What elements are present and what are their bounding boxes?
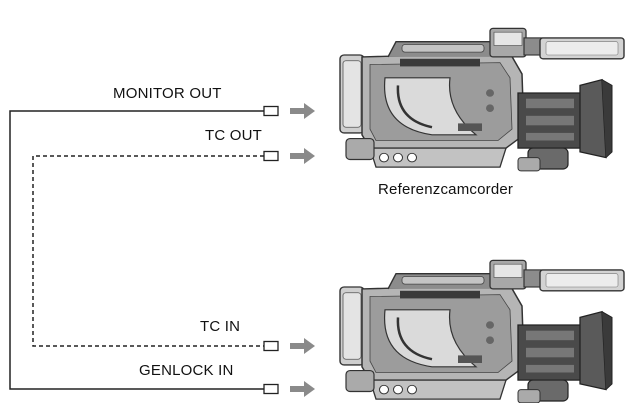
monitor-out-label: MONITOR OUT bbox=[113, 85, 222, 102]
genlock-in-plug-icon bbox=[263, 383, 279, 395]
reference-camcorder-icon bbox=[338, 27, 626, 173]
genlock-in-arrow-icon bbox=[290, 381, 315, 397]
tc-out-plug-icon bbox=[263, 150, 279, 162]
timecode-line bbox=[32, 155, 264, 347]
genlock-in-label: GENLOCK IN bbox=[139, 362, 234, 379]
monitor-out-plug-icon bbox=[263, 105, 279, 117]
tc-in-plug-icon bbox=[263, 340, 279, 352]
tc-out-label: TC OUT bbox=[205, 127, 263, 144]
genlock-line bbox=[9, 110, 264, 390]
tc-out-arrow-icon bbox=[290, 148, 315, 164]
reference-camcorder-label: Referenzcamcorder bbox=[378, 181, 514, 198]
tc-in-arrow-icon bbox=[290, 338, 315, 354]
monitor-out-arrow-icon bbox=[290, 103, 315, 119]
tc-in-label: TC IN bbox=[200, 318, 241, 335]
target-camcorder-icon bbox=[338, 259, 626, 403]
